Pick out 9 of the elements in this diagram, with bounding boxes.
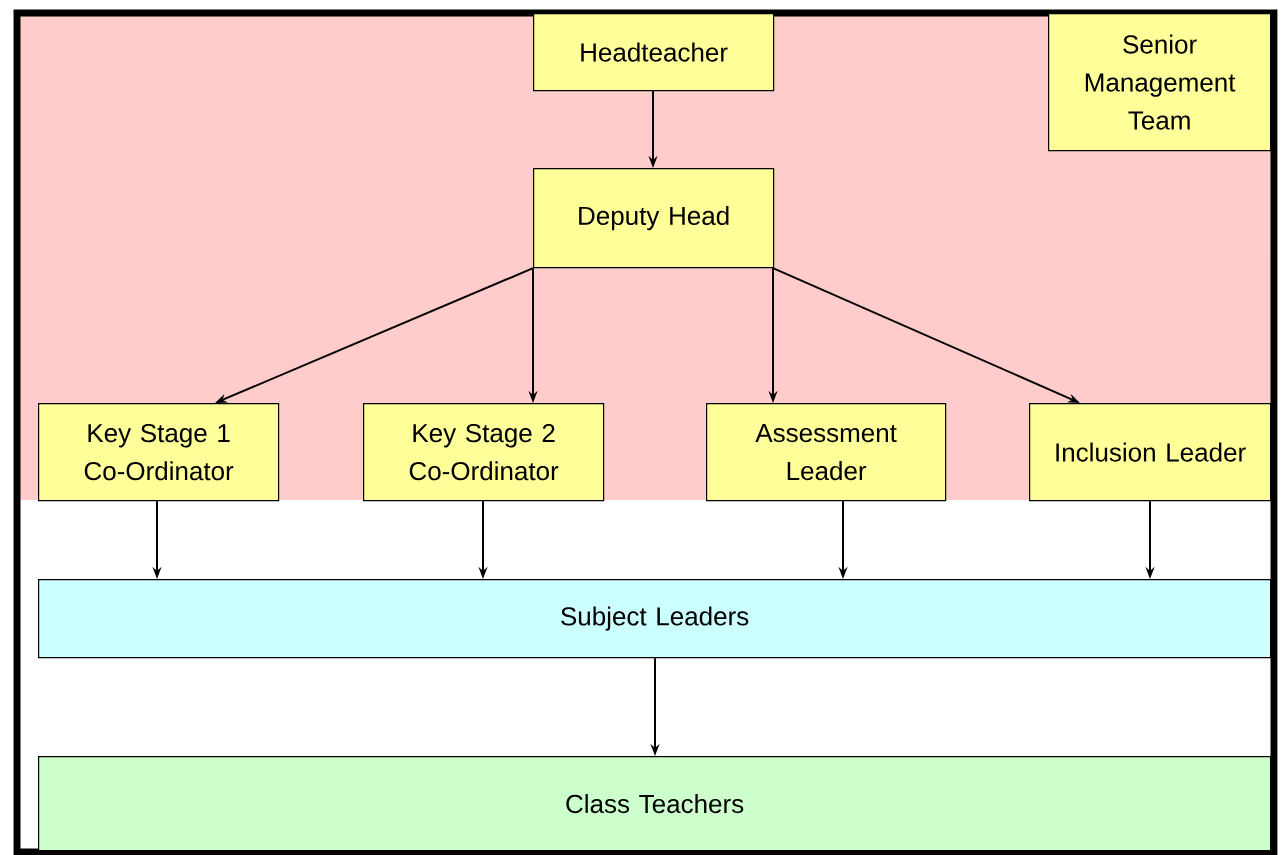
role-box: Class Teachers — [38, 756, 1272, 852]
role-box: Deputy Head — [533, 168, 775, 269]
role-box: Key Stage 1 Co-Ordinator — [38, 403, 280, 502]
role-box: Subject Leaders — [38, 579, 1272, 659]
role-box: Headteacher — [533, 13, 775, 92]
role-box: Inclusion Leader — [1029, 403, 1272, 502]
role-box: Key Stage 2 Co-Ordinator — [363, 403, 605, 502]
role-box: Senior Management Team — [1048, 13, 1272, 152]
role-box: Assessment Leader — [706, 403, 947, 502]
